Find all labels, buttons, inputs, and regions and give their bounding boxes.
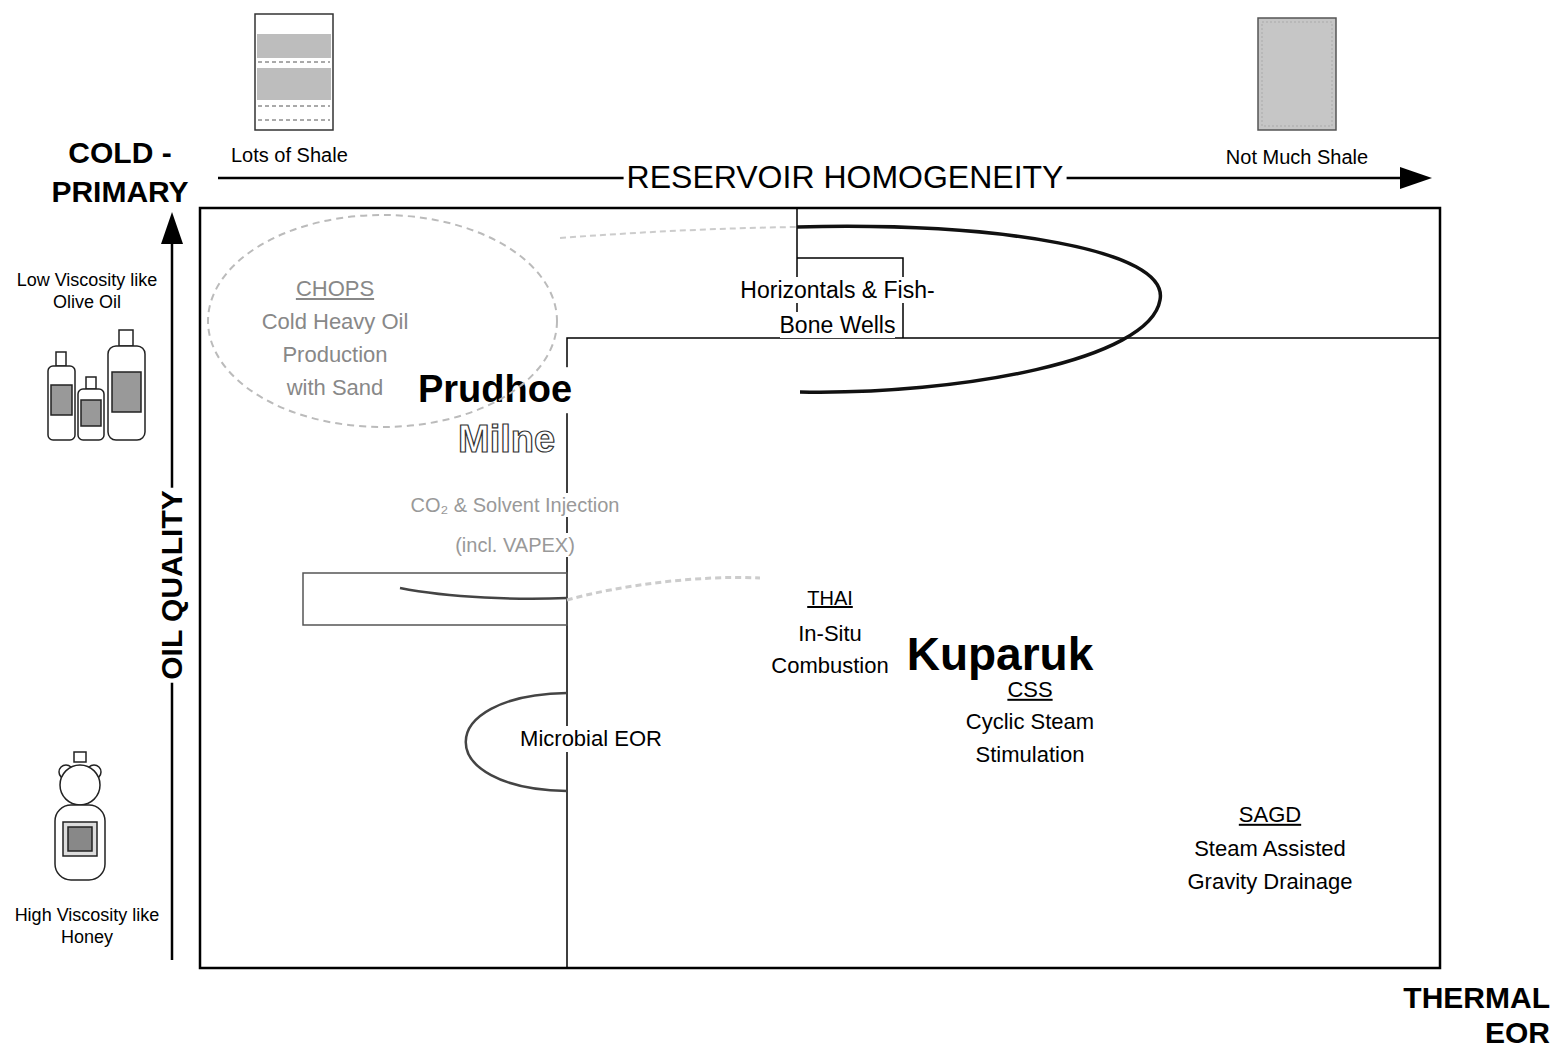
axis-title: COLD - PRIMARY (27, 133, 213, 211)
text-column: CHOPSCold Heavy Oil Production with Sand (220, 272, 450, 404)
axis-title: RESERVOIR HOMOGENEITY (624, 158, 1067, 196)
shale-icon (255, 14, 1336, 130)
method-name: CO₂ & Solvent Injection (408, 493, 623, 517)
field-name: Kuparuk (904, 627, 1097, 682)
method-acronym: THAI (804, 586, 856, 610)
axis-title: OIL QUALITY (154, 487, 190, 682)
method-region: Microbial EOR (460, 690, 710, 794)
text-column: Microbial EOR (506, 726, 676, 752)
method-name: In-Situ Combustion (762, 618, 898, 682)
axis-end-label: Lots of Shale (228, 143, 351, 167)
node-text: CHOPS (296, 272, 374, 305)
text-column: Horizontals & Fish-Bone Wells (725, 274, 950, 344)
text-wrap: Horizontals & Fish-Bone Wells (738, 274, 938, 344)
method-acronym: SAGD (1236, 802, 1304, 828)
oil-bottles-icon (48, 330, 145, 440)
node-text: Horizontals & Fish-Bone Wells (740, 277, 934, 338)
method-box: Horizontals & Fish-Bone Wells (725, 274, 950, 346)
node-text: Cold Heavy Oil Production with Sand (260, 305, 410, 404)
axis-end-label: Not Much Shale (1223, 145, 1371, 169)
axis-arrow (161, 167, 1432, 960)
node-text: Microbial EOR (520, 726, 662, 752)
method-acronym: CSS (1004, 677, 1055, 703)
region-lines (200, 208, 1440, 968)
method-region: CHOPSCold Heavy Oil Production with Sand (205, 212, 560, 430)
honey-bear-icon (55, 752, 105, 880)
method-name: Steam Assisted Gravity Drainage (1160, 832, 1381, 898)
field-name: Milne (455, 417, 558, 463)
axis-end-label: High Viscosity like Honey (9, 905, 165, 948)
method-name: Cyclic Steam Stimulation (942, 705, 1118, 771)
field-name: Prudhoe (415, 367, 575, 413)
axis-end-label: Low Viscosity like Olive Oil (9, 270, 165, 313)
axis-title: THERMAL EOR (1362, 981, 1553, 1050)
method-name: (incl. VAPEX) (452, 533, 578, 557)
